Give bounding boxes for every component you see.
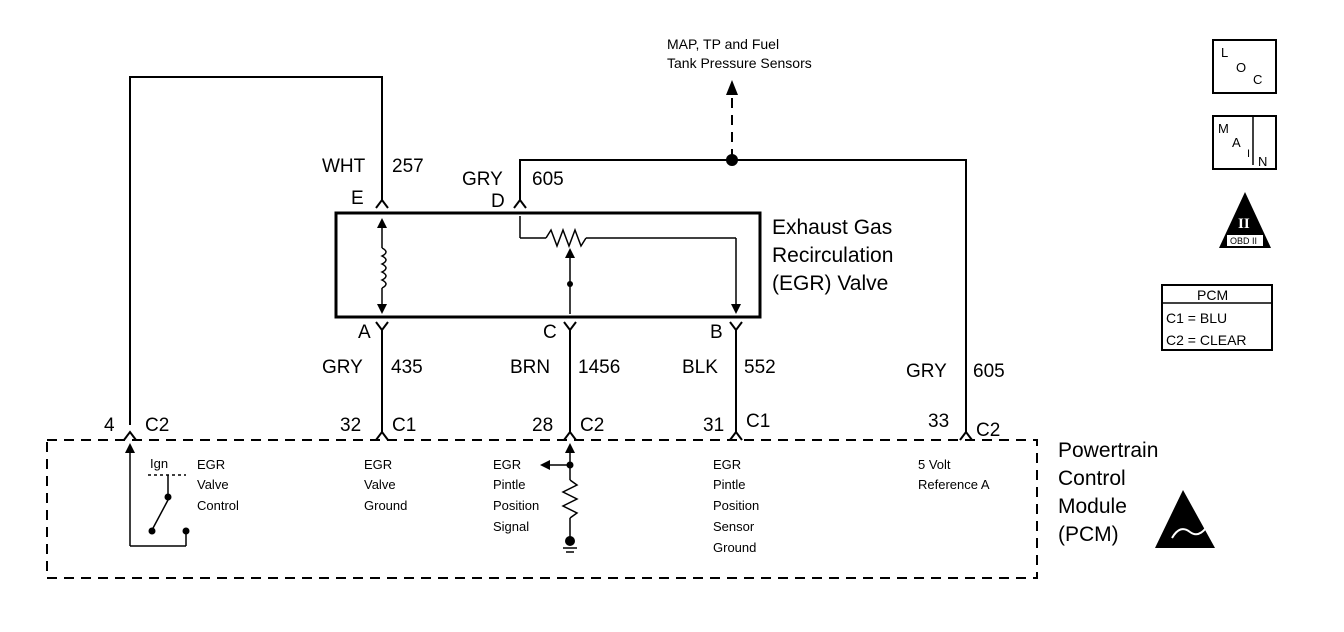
pin-e-label: E [351, 188, 364, 209]
egr-valve-title-1: Exhaust Gas [772, 216, 892, 239]
pin-d-label: D [491, 191, 505, 212]
wire-brn-1456-color: BRN [510, 357, 550, 378]
func-valve-ground-1: EGR [364, 457, 392, 472]
pcm-pin-33-connector-icon [959, 430, 973, 441]
func-5v-ref-2: Reference A [918, 477, 990, 492]
egr-valve-title-3: (EGR) Valve [772, 272, 888, 295]
pcm-title-3: Module [1058, 495, 1127, 518]
pin-c-connector-icon [563, 321, 577, 332]
wire-brn-1456-circuit: 1456 [578, 357, 620, 378]
legend-row-c2: C2 = CLEAR [1166, 332, 1247, 348]
func-valve-ground-3: Ground [364, 498, 407, 513]
svg-text:I: I [1247, 148, 1250, 160]
pcm-pin-31-number: 31 [703, 415, 724, 436]
pcm-title-4: (PCM) [1058, 523, 1119, 546]
sensors-label-line-2: Tank Pressure Sensors [667, 55, 812, 71]
wire-blk-552-circuit: 552 [744, 357, 776, 378]
legend-row-c1: C1 = BLU [1166, 310, 1227, 326]
svg-text:II: II [1238, 216, 1250, 232]
svg-text:N: N [1258, 154, 1267, 169]
obd-ii-icon: II OBD II [1219, 192, 1271, 248]
pin-d-connector-icon [513, 198, 527, 209]
sensors-label-line-1: MAP, TP and Fuel [667, 36, 779, 52]
pcm-pin-4-connector-icon [123, 430, 137, 441]
egr-valve-title-2: Recirculation [772, 244, 893, 267]
wire-gry-435-color: GRY [322, 357, 363, 378]
legend-title: PCM [1197, 287, 1228, 303]
pcm-pin-28-connector-icon [563, 430, 577, 441]
wire-gry-top-color: GRY [462, 169, 503, 190]
main-icon: M A I N [1212, 115, 1277, 170]
func-valve-control-3: Control [197, 498, 239, 513]
pcm-pin-32-conn: C1 [392, 415, 416, 436]
func-pintle-signal-1: EGR [493, 457, 521, 472]
func-pintle-ground-1: EGR [713, 457, 741, 472]
func-pintle-signal-2: Pintle [493, 477, 526, 492]
svg-text:OBD II: OBD II [1230, 236, 1257, 246]
pcm-pin-28-conn: C2 [580, 415, 604, 436]
func-pintle-ground-2: Pintle [713, 477, 746, 492]
pcm-pin-31-conn: C1 [746, 411, 770, 432]
pcm-pin-33-number: 33 [928, 411, 949, 432]
pcm-pin-32-connector-icon [375, 430, 389, 441]
wire-gry-605-color: GRY [906, 361, 947, 382]
func-pintle-signal-3: Position [493, 498, 539, 513]
func-valve-control-2: Valve [197, 477, 229, 492]
pin-b-label: B [710, 322, 723, 343]
wire-blk-552-color: BLK [682, 357, 718, 378]
wire-gry-605-circuit: 605 [973, 361, 1005, 382]
func-pintle-ground-5: Ground [713, 540, 756, 555]
esd-sensitive-icon [1155, 490, 1215, 548]
pin-a-label: A [358, 322, 371, 343]
wire-gry-435-circuit: 435 [391, 357, 423, 378]
wire-gry-605 [519, 159, 967, 432]
wire-wht-257 [129, 76, 383, 425]
wire-gry-top-circuit: 605 [532, 169, 564, 190]
pintle-position-sensor-icon [519, 216, 741, 314]
pin-b-connector-icon [729, 321, 743, 332]
pcm-pin-31-connector-icon [729, 430, 743, 441]
func-pintle-ground-4: Sensor [713, 519, 755, 534]
pintle-signal-circuit-icon [540, 443, 579, 553]
connector-legend: PCM C1 = BLU C2 = CLEAR [1161, 284, 1273, 351]
svg-text:C: C [1253, 72, 1262, 87]
pcm-pin-33-conn: C2 [976, 420, 1000, 441]
svg-text:A: A [1232, 135, 1241, 150]
func-valve-control-1: EGR [197, 457, 225, 472]
wire-wht-circuit: 257 [392, 156, 424, 177]
egr-solenoid-coil-icon [377, 218, 387, 314]
func-pintle-ground-3: Position [713, 498, 759, 513]
ign-label: Ign [150, 456, 168, 471]
egr-valve-box [334, 211, 762, 319]
func-valve-ground-2: Valve [364, 477, 396, 492]
pcm-title-1: Powertrain [1058, 439, 1158, 462]
pin-a-connector-icon [375, 321, 389, 332]
svg-text:L: L [1221, 45, 1228, 60]
loc-icon: L O C [1212, 39, 1277, 94]
func-5v-ref-1: 5 Volt [918, 457, 951, 472]
pcm-pin-4-conn: C2 [145, 415, 169, 436]
pcm-title-2: Control [1058, 467, 1126, 490]
pcm-pin-28-number: 28 [532, 415, 553, 436]
sensor-arrow-icon [726, 80, 738, 95]
pcm-pin-4-number: 4 [104, 415, 115, 436]
svg-text:M: M [1218, 121, 1229, 136]
pcm-pin-32-number: 32 [340, 415, 361, 436]
egr-driver-switch-icon [125, 443, 190, 547]
pin-e-connector-icon [375, 198, 389, 209]
func-pintle-signal-4: Signal [493, 519, 529, 534]
pin-c-label: C [543, 322, 557, 343]
wire-wht-color: WHT [322, 156, 366, 177]
svg-text:O: O [1236, 60, 1246, 75]
pcm-box [46, 439, 1038, 579]
